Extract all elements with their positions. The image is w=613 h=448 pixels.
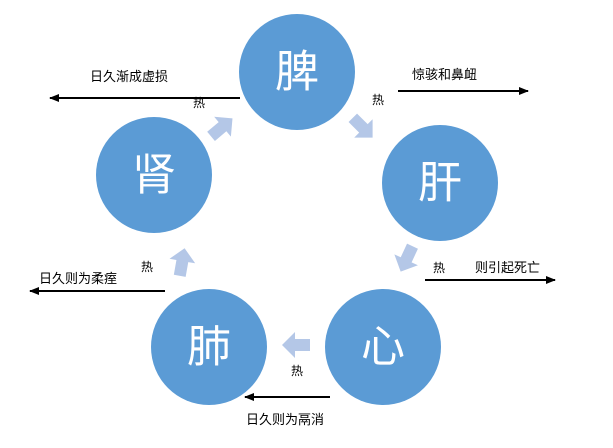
node-lung: 肺 (151, 289, 267, 405)
node-heart: 心 (325, 289, 441, 405)
heat-label-kidney: 热 (193, 96, 205, 110)
heat-label-heart: 热 (291, 364, 303, 378)
node-liver: 肝 (382, 125, 498, 241)
heat-label-spleen: 热 (372, 93, 384, 107)
cycle-arrow-spleen-to-liver (348, 113, 373, 138)
cycle-arrow-heart-to-lung (282, 332, 310, 358)
node-label-spleen: 脾 (275, 47, 319, 98)
cycle-arrow-liver-to-heart (394, 243, 418, 272)
effect-text-heart: 日久则为鬲消 (246, 413, 324, 428)
effect-text-kidney: 日久渐成虚损 (90, 70, 168, 85)
node-label-kidney: 肾 (132, 150, 176, 201)
effect-text-spleen: 惊骇和鼻衄 (412, 67, 477, 83)
effect-text-lung: 日久则为柔痓 (39, 271, 117, 287)
heat-label-lung: 热 (141, 260, 153, 274)
effect-text-liver: 则引起死亡 (475, 261, 540, 276)
node-label-lung: 肺 (187, 322, 231, 373)
node-spleen: 脾 (239, 14, 355, 130)
cycle-arrow-lung-to-kidney (169, 248, 196, 277)
node-label-heart: 心 (361, 322, 405, 373)
cycle-arrow-kidney-to-spleen (207, 116, 233, 141)
heat-label-liver: 热 (433, 261, 445, 275)
node-kidney: 肾 (96, 117, 212, 233)
node-label-liver: 肝 (418, 158, 462, 209)
